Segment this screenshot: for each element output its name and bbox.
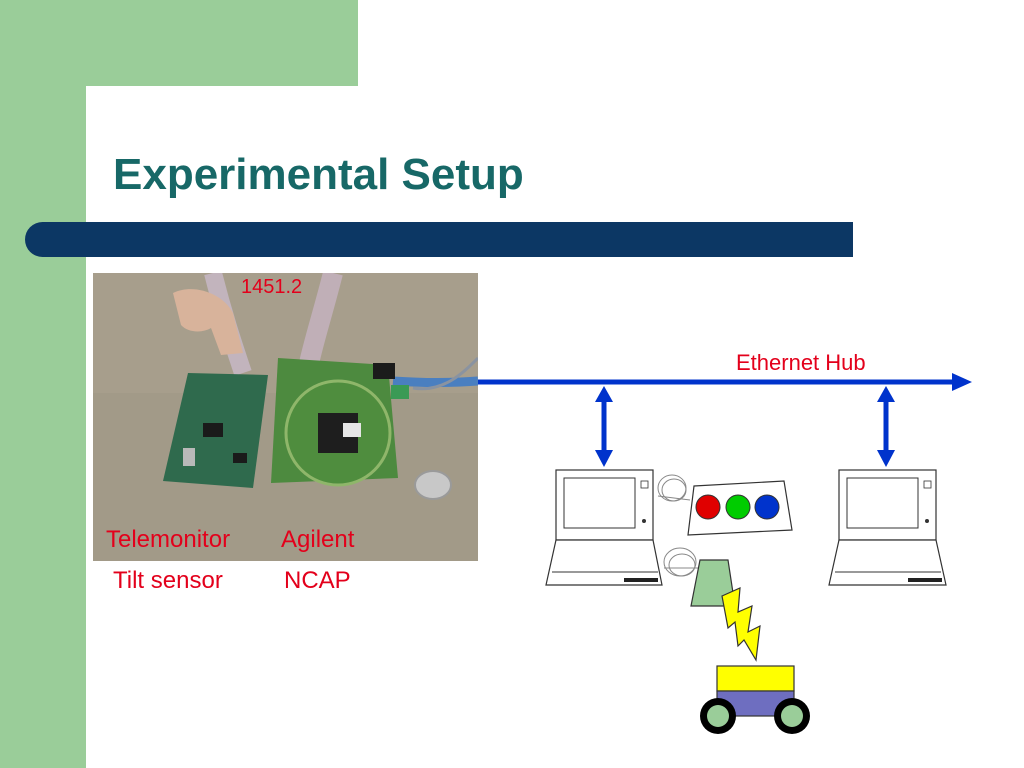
- hardware-photo: [93, 273, 478, 561]
- right-board-label-line2: NCAP: [284, 567, 351, 594]
- cable-coil: [657, 474, 691, 502]
- title-underline-bar: [25, 222, 853, 257]
- hardware-photo-illustration: [93, 273, 478, 561]
- laptop-icon: [828, 469, 947, 586]
- slide-title: Experimental Setup: [113, 150, 524, 199]
- left-connection-arrow: [595, 386, 613, 467]
- right-board-label-line1: Agilent: [281, 526, 355, 553]
- ethernet-line: [478, 373, 972, 391]
- right-connection-arrow: [877, 386, 895, 467]
- top-accent-band: [0, 0, 358, 86]
- lightning-icon: [721, 587, 761, 662]
- robot-cart-icon: [700, 665, 810, 734]
- laptop-icon: [545, 469, 663, 586]
- left-board-label-line2: Tilt sensor: [113, 567, 223, 594]
- left-board-label-line1: Telemonitor: [106, 526, 231, 553]
- left-accent-band: [0, 0, 86, 768]
- cable-coil: [663, 547, 700, 577]
- traffic-light-icon: [687, 480, 793, 536]
- standard-label: 1451.2: [241, 276, 303, 298]
- ethernet-hub-label: Ethernet Hub: [736, 350, 866, 375]
